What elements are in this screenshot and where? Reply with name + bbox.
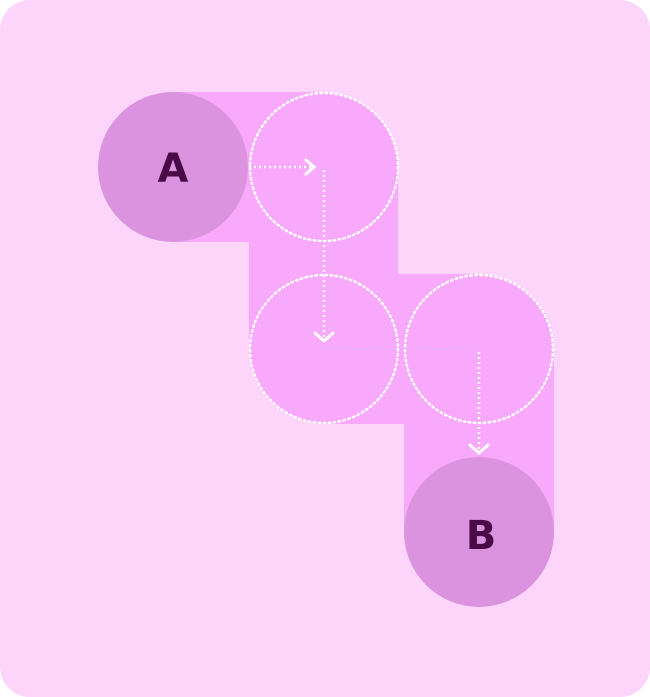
node-b-label: B [466,513,497,559]
arrowhead-down-icon [313,331,335,344]
arrowhead-down-icon [468,443,490,456]
node-a-label: A [158,146,189,192]
arrowhead-right-icon [304,158,317,176]
node-a [98,92,248,242]
path-band [173,92,554,532]
node-b [404,457,554,607]
waypoint-circle-2 [248,273,400,425]
